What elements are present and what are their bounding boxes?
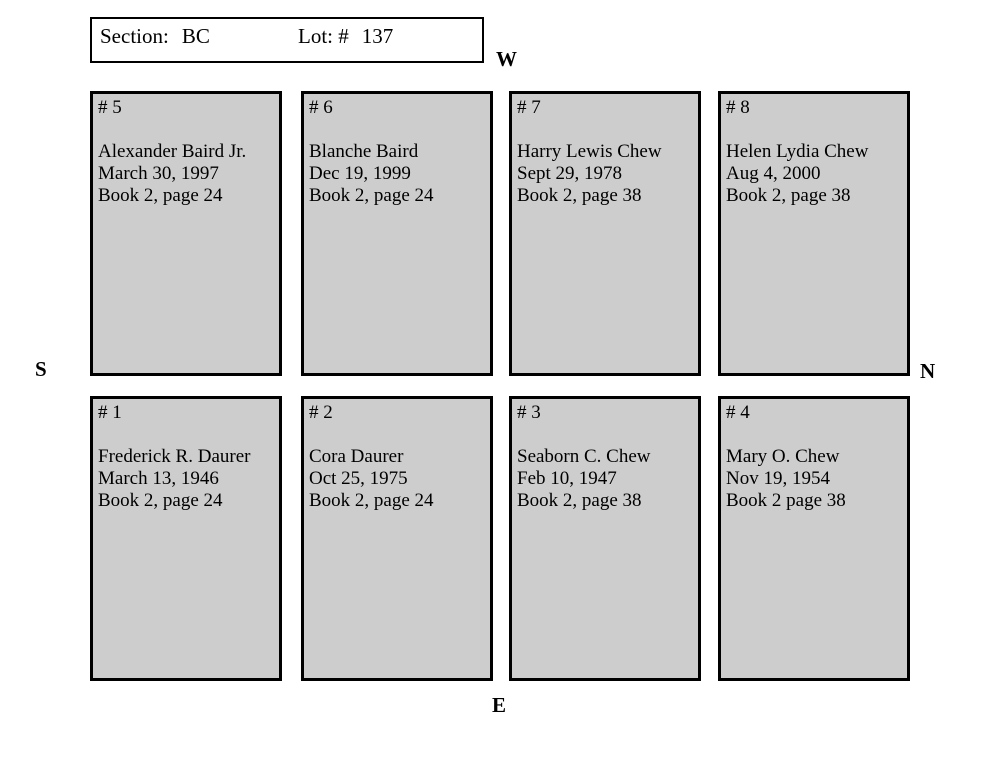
compass-west-label: W <box>496 47 517 71</box>
plot-book-ref: Book 2, page 38 <box>726 185 851 206</box>
plot-info: Helen Lydia Chew Aug 4, 2000 Book 2, pag… <box>726 141 902 207</box>
plot-info: Mary O. Chew Nov 19, 1954 Book 2 page 38 <box>726 446 902 512</box>
plot-info: Seaborn C. Chew Feb 10, 1947 Book 2, pag… <box>517 446 693 512</box>
plot-number: # 5 <box>98 97 122 118</box>
plot-number: # 1 <box>98 402 122 423</box>
plot-card-4: # 4 Mary O. Chew Nov 19, 1954 Book 2 pag… <box>718 396 910 681</box>
plot-book-ref: Book 2, page 38 <box>517 490 642 511</box>
plot-number: # 4 <box>726 402 750 423</box>
lot-field: Lot: # 137 <box>298 24 393 48</box>
plot-number: # 7 <box>517 97 541 118</box>
lot-value: 137 <box>361 24 394 48</box>
plot-card-2: # 2 Cora Daurer Oct 25, 1975 Book 2, pag… <box>301 396 493 681</box>
plot-name: Helen Lydia Chew <box>726 141 869 162</box>
plot-name: Frederick R. Daurer <box>98 446 251 467</box>
plot-card-3: # 3 Seaborn C. Chew Feb 10, 1947 Book 2,… <box>509 396 701 681</box>
plot-info: Frederick R. Daurer March 13, 1946 Book … <box>98 446 274 512</box>
section-lot-header-box: Section: BC Lot: # 137 <box>90 17 484 63</box>
plot-date: Aug 4, 2000 <box>726 163 821 184</box>
plot-book-ref: Book 2 page 38 <box>726 490 846 511</box>
plot-card-7: # 7 Harry Lewis Chew Sept 29, 1978 Book … <box>509 91 701 376</box>
plot-book-ref: Book 2, page 24 <box>98 185 223 206</box>
plot-date: Feb 10, 1947 <box>517 468 617 489</box>
plot-card-8: # 8 Helen Lydia Chew Aug 4, 2000 Book 2,… <box>718 91 910 376</box>
plot-book-ref: Book 2, page 24 <box>309 490 434 511</box>
lot-label: Lot: # <box>298 24 349 48</box>
plot-date: March 13, 1946 <box>98 468 219 489</box>
plot-number: # 3 <box>517 402 541 423</box>
plot-date: March 30, 1997 <box>98 163 219 184</box>
plot-book-ref: Book 2, page 24 <box>98 490 223 511</box>
plot-date: Nov 19, 1954 <box>726 468 830 489</box>
plot-card-6: # 6 Blanche Baird Dec 19, 1999 Book 2, p… <box>301 91 493 376</box>
section-label: Section: <box>100 24 169 48</box>
compass-north-label: N <box>920 359 936 383</box>
plot-name: Mary O. Chew <box>726 446 840 467</box>
compass-east-label: E <box>492 693 507 717</box>
plot-book-ref: Book 2, page 24 <box>309 185 434 206</box>
section-field: Section: BC <box>100 24 210 48</box>
plot-name: Harry Lewis Chew <box>517 141 662 162</box>
plot-date: Sept 29, 1978 <box>517 163 623 184</box>
plot-number: # 8 <box>726 97 750 118</box>
section-value: BC <box>181 24 210 48</box>
plot-number: # 2 <box>309 402 333 423</box>
plot-info: Blanche Baird Dec 19, 1999 Book 2, page … <box>309 141 485 207</box>
plot-date: Dec 19, 1999 <box>309 163 411 184</box>
plot-name: Blanche Baird <box>309 141 419 162</box>
plot-date: Oct 25, 1975 <box>309 468 408 489</box>
plot-book-ref: Book 2, page 38 <box>517 185 642 206</box>
plot-info: Alexander Baird Jr. March 30, 1997 Book … <box>98 141 274 207</box>
plot-info: Harry Lewis Chew Sept 29, 1978 Book 2, p… <box>517 141 693 207</box>
plot-name: Cora Daurer <box>309 446 404 467</box>
compass-south-label: S <box>35 357 47 381</box>
plot-card-5: # 5 Alexander Baird Jr. March 30, 1997 B… <box>90 91 282 376</box>
plot-name: Seaborn C. Chew <box>517 446 651 467</box>
plot-number: # 6 <box>309 97 333 118</box>
plot-info: Cora Daurer Oct 25, 1975 Book 2, page 24 <box>309 446 485 512</box>
plot-card-1: # 1 Frederick R. Daurer March 13, 1946 B… <box>90 396 282 681</box>
plot-name: Alexander Baird Jr. <box>98 141 247 162</box>
